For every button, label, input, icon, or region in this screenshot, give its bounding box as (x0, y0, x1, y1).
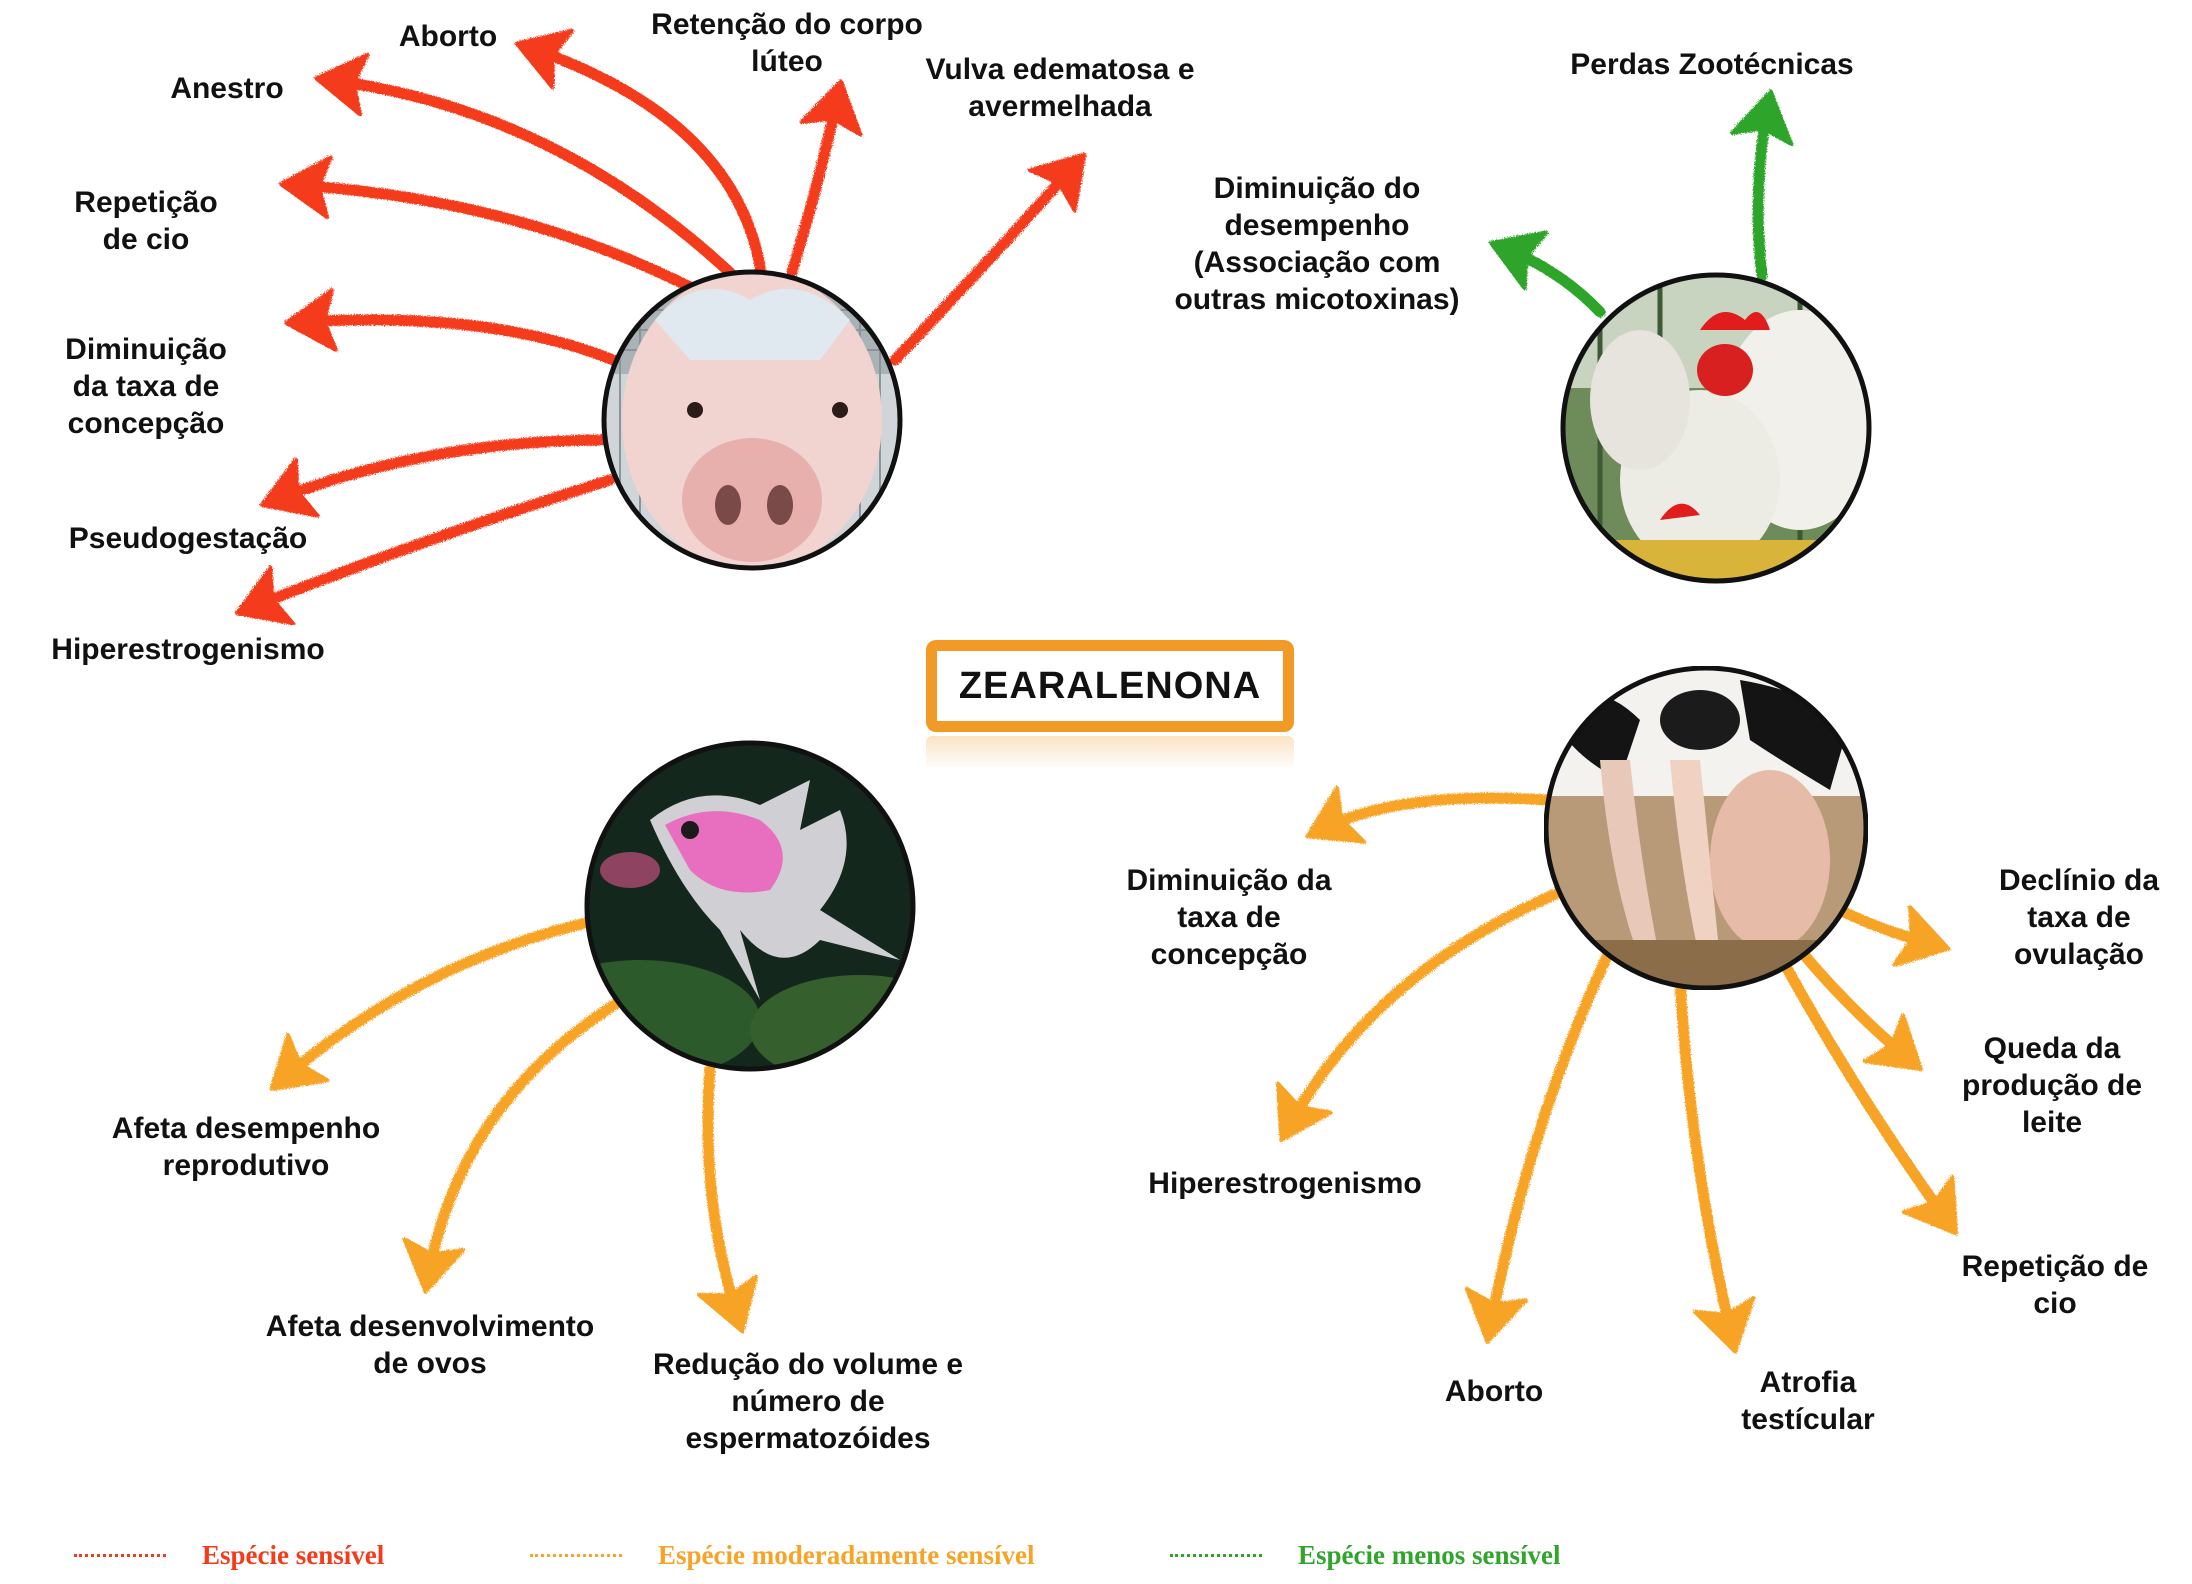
arrow-pig-hiperestrogenismo (235, 474, 616, 626)
cow-effect-ovulacao: Declínio da taxa de ovulação (1998, 864, 2160, 971)
legend-swatch-sensivel (74, 1554, 166, 1557)
legend-item-moderado: Espécie moderadamente sensível (530, 1540, 1034, 1571)
cow-effect-atrofia: Atrofia testícular (1741, 1366, 1875, 1436)
title-text: ZEARALENONA (958, 664, 1262, 707)
pig-effect-anestro: Anestro (170, 72, 284, 105)
legend-label-menos: Espécie menos sensível (1298, 1540, 1561, 1570)
arrow-pig-anestro (314, 52, 746, 288)
chicken-effect-perdas: Perdas Zootécnicas (1570, 48, 1854, 81)
diagram-title: ZEARALENONA (926, 640, 1294, 732)
chicken-photo (1560, 272, 1872, 584)
arrow-pig-retencao (786, 79, 863, 278)
pig-photo (601, 269, 903, 571)
cow-effect-aborto: Aborto (1444, 1375, 1544, 1408)
arrow-cow-hiperestrogenismo (1276, 874, 1596, 1143)
arrow-pig-vulva (889, 152, 1087, 366)
chicken-effect-diminuicao: Diminuição do desempenho (Associação com… (1174, 172, 1460, 316)
arrow-cow-repeticao (1782, 964, 1959, 1236)
pig-effect-pseudogestacao: Pseudogestação (68, 522, 308, 555)
fish-effect-espermatozoides: Redução do volume e número de espermatoz… (652, 1348, 964, 1455)
fish-effect-ovos: Afeta desenvolvimento de ovos (265, 1310, 595, 1380)
legend-item-menos: Espécie menos sensível (1170, 1540, 1561, 1571)
cow-effect-hiperestrogenismo: Hiperestrogenismo (1148, 1167, 1422, 1200)
arrow-chicken-diminuicao (1488, 230, 1606, 318)
fish-photo (584, 740, 916, 1072)
legend: Espécie sensível Espécie moderadamente s… (0, 1540, 2192, 1584)
cow-effect-diminuicao: Diminuição da taxa de concepção (1126, 864, 1332, 971)
arrow-cow-diminuicao (1305, 785, 1552, 844)
arrow-cow-atrofia (1674, 974, 1756, 1354)
pig-effect-retencao: Retenção do corpo lúteo (651, 8, 923, 78)
arrow-chicken-perdas (1730, 89, 1794, 282)
arrow-pig-aborto (514, 28, 768, 284)
cow-effect-leite: Queda da produção de leite (1961, 1032, 2143, 1139)
pig-effect-hiperestrogenismo: Hiperestrogenismo (51, 633, 325, 666)
legend-item-sensivel: Espécie sensível (74, 1540, 384, 1571)
legend-swatch-menos (1170, 1554, 1262, 1557)
arrow-fish-desempenho (269, 914, 604, 1092)
arrow-pig-pseudogestacao (259, 434, 611, 518)
title-reflection (926, 736, 1294, 770)
legend-label-sensivel: Espécie sensível (202, 1540, 385, 1570)
cow-photo (1544, 666, 1868, 990)
arrow-pig-repeticao (279, 155, 721, 306)
arrow-fish-espermatozoides (697, 1064, 759, 1334)
arrow-pig-diminuicao (284, 288, 631, 371)
cow-effect-repeticao: Repetição de cio (1961, 1250, 2149, 1320)
legend-swatch-moderado (530, 1554, 622, 1557)
arrow-cow-ovulacao (1834, 904, 1951, 967)
arrow-cow-aborto (1464, 944, 1616, 1344)
legend-label-moderado: Espécie moderadamente sensível (658, 1540, 1035, 1570)
pig-effect-aborto: Aborto (398, 20, 498, 53)
arrow-fish-ovos (402, 994, 628, 1294)
fish-effect-desempenho: Afeta desempenho reprodutivo (111, 1112, 381, 1182)
arrow-cow-leite (1794, 944, 1923, 1071)
pig-effect-vulva: Vulva edematosa e avermelhada (925, 53, 1195, 123)
pig-effect-repeticao: Repetição de cio (74, 186, 218, 256)
pig-effect-diminuicao: Diminuição da taxa de concepção (65, 333, 227, 440)
